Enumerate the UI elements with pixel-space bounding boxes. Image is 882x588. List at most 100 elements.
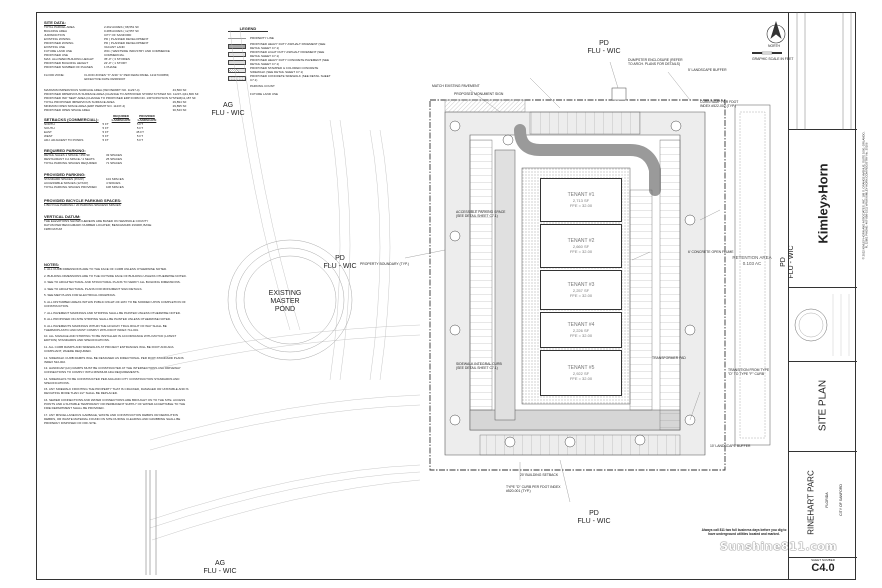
legend-swatch — [228, 75, 246, 81]
provided-parking-cell: 4 SPACES — [105, 181, 121, 185]
tenant-area: 2,257 SF — [572, 288, 590, 293]
legend-swatch — [228, 35, 246, 41]
setbacks-cell: 5 FT — [136, 138, 144, 142]
tenant-ffe: FFE = 32.00 — [569, 376, 593, 381]
legend-title: LEGEND — [228, 26, 268, 32]
site-data-cell: 35'-0" ( 3 STORIES — [104, 57, 130, 61]
setbacks-cell: 5 FT — [102, 126, 109, 130]
callout-property-boundary: PROPERTY BOUNDARY (TYP.) — [360, 262, 409, 266]
tenant-name: TENANT #5 — [567, 365, 595, 371]
note-item: 17. ANY MISCELLANEOUS GARBAGE, WASTE AND… — [44, 412, 181, 425]
tenant-area: 2,660 SF — [572, 244, 590, 249]
legend-item: PROPOSED CONCRETE SIDEWALK (SEE DETAIL S… — [228, 74, 338, 82]
impervious-cell: 29,894 SF — [172, 100, 187, 104]
required-parking-cell: RETAIL SALES 1 SPACE / 250 SF — [44, 153, 91, 157]
site-data-cell: WIC ( WESTSIDE INDUSTRY AND COMMERCE — [104, 49, 170, 53]
note-item: 4. SEE TO ARCHITECTURAL PLANS FOR MONUME… — [44, 286, 143, 291]
impervious-block: MAXIMUM IMPERVIOUS SURFACE AREA (ISR PER… — [44, 88, 224, 112]
setbacks-cell: 5 FT — [102, 134, 109, 138]
impervious-table: MAXIMUM IMPERVIOUS SURFACE AREA (ISR PER… — [44, 88, 224, 112]
flood-zone: FLOOD ZONE: FLOOD ZONES "X" AND "A" PER … — [44, 73, 224, 81]
note-item: 16. SEWER CONNECTIONS AND WATER CONNECTI… — [44, 397, 186, 410]
legend-item: PROPOSED HEAVY DUTY CONCRETE PAVEMENT (S… — [228, 58, 338, 66]
site-data-title: SITE DATA: — [44, 20, 66, 25]
bicycle-parking-block: PROVIDED BICYCLE PARKING SPACES: 1 BICYC… — [44, 198, 164, 207]
flood-zone-label: FLOOD ZONE: — [44, 73, 65, 77]
callout-landscape-10: 10' LANDSCAPE BUFFER — [710, 444, 751, 448]
setbacks-cell: 5 FT — [102, 138, 109, 142]
legend-label: PROPOSED CONCRETE SIDEWALK (SEE DETAIL S… — [250, 74, 331, 82]
legend-label: PARKING COUNT — [250, 84, 275, 88]
impervious-row: TOTAL PROPOSED IMPERVIOUS SURFACE AREA 29… — [44, 100, 224, 104]
sheet-border — [36, 12, 856, 580]
impervious-cell: TOTAL PROPOSED IMPERVIOUS SURFACE AREA — [44, 100, 115, 104]
setbacks-cell: EAST — [44, 130, 52, 134]
callout-transformer: TRANSFORMER PAD — [652, 356, 686, 360]
note-item: 3. SEE TO ARCHITECTURAL AND STRUCTURAL P… — [44, 280, 181, 285]
engineer-seal — [794, 294, 850, 356]
tenant-area: 2,713 SF — [572, 198, 590, 203]
flood-zone-value: FLOOD ZONES "X" AND "A" PER FEMA PANEL 1… — [84, 73, 170, 81]
tenant-ffe: FFE = 32.00 — [569, 203, 593, 208]
impervious-cell: 29,895 SF — [172, 104, 187, 108]
note-item: 8. ALL PROPOSED ON-SITE STRIPING SHALL B… — [44, 317, 171, 322]
provided-parking-cell: 108 SPACES — [105, 185, 124, 189]
legend-item: PROPOSED LIGHT DUTY ASPHALT PAVEMENT (SE… — [228, 50, 338, 58]
site-data-cell: CITY OF SANFORD — [104, 33, 132, 37]
notes-title: NOTES: — [44, 262, 60, 267]
required-parking-block: REQUIRED PARKING: RETAIL SALES 1 SPACE /… — [44, 148, 164, 165]
setbacks-cell: 5 FT — [136, 126, 144, 130]
site-data-row: PROPOSED ZONING PD ( PLANNED DEVELOPMENT — [44, 41, 224, 45]
legend-item: PROPOSED HEAVY DUTY ASPHALT PAVEMENT (SE… — [228, 42, 338, 50]
impervious-cell: 41,806 SF — [184, 92, 199, 96]
legend-label: FUTURE LAND USE — [250, 92, 279, 96]
setbacks-cell: NORTH — [44, 122, 55, 126]
tenant-area: 2,226 SF — [572, 328, 590, 333]
vertical-datum-block: VERTICAL DATUM: THE ELEVATIONS SHOWN HER… — [44, 214, 154, 231]
setbacks-cell: 5 FT — [136, 122, 144, 126]
legend-label: PROPOSED LIGHT DUTY ASPHALT PAVEMENT (SE… — [250, 50, 325, 58]
company-logo: Kimley»Horn — [815, 163, 831, 244]
site-data-cell: PD ( PLANNED DEVELOPMENT — [104, 41, 149, 45]
call-811-line2: have underground utilities located and m… — [708, 532, 780, 536]
provided-parking-row: TOTAL PARKING SPACES PROVIDED 108 SPACES — [44, 185, 164, 189]
tenant-name: TENANT #4 — [567, 322, 595, 328]
site-data-cell: PROPOSED ZONING — [44, 41, 74, 45]
revision-block — [789, 12, 857, 130]
vertical-datum-text: THE ELEVATIONS SHOWN HEREON ARE BASED ON… — [44, 219, 152, 231]
provided-parking-block: PROVIDED PARKING: STANDARD SPACES (9'X20… — [44, 172, 164, 189]
note-item: 9. ALL PAVEMENTS MARKINGS WITHIN THE HOL… — [44, 323, 167, 332]
site-data-cell: 0.288 ACRES ( 12,557 SF — [104, 29, 140, 33]
note-item: 14. SIDEWALKS TO BE CONSTRUCTED PER ADA … — [44, 376, 180, 385]
setbacks-col-required: REQUIRED LANDSCAPE — [111, 114, 131, 122]
legend-item: PARKING COUNT — [228, 82, 338, 90]
site-data-cell: 2.262 ACRES ( 98,551 SF — [104, 25, 140, 29]
callout-type-d-curb: TYPE "D" CURB PER FDOT INDEX #520-001 (T… — [506, 485, 561, 493]
site-data-cell: PROPOSED BUILDING HEIGHT — [44, 61, 89, 65]
impervious-cell: 43,560 SF — [172, 88, 187, 92]
provided-parking-cell: TOTAL PARKING SPACES PROVIDED — [44, 185, 97, 189]
sheet-title: SITE PLAN — [817, 379, 829, 432]
note-item: 6. ALL DISTURBED AREAS WITHIN PUBLIC RIG… — [44, 299, 186, 308]
site-data-cell: PROPOSED USE — [44, 53, 69, 57]
vertical-datum-title: VERTICAL DATUM: — [44, 214, 81, 219]
project-name: RINEHART PARC — [806, 470, 816, 535]
tenant-name: TENANT #1 — [567, 192, 595, 198]
